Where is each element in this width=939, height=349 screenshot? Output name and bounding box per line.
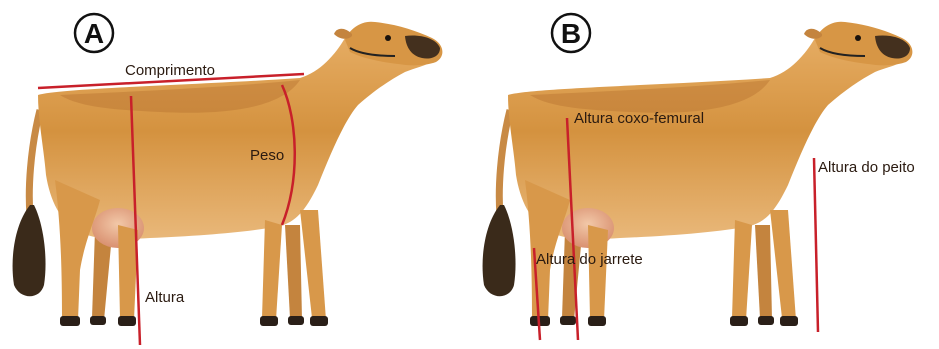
cow-diagram-b: Altura coxo-femural Altura do peito Altu… <box>470 0 939 349</box>
badge-a: A <box>75 14 113 52</box>
cow-illustration-a <box>13 22 443 326</box>
badge-a-text: A <box>84 18 104 49</box>
badge-b-text: B <box>561 18 581 49</box>
peito-line <box>814 158 818 332</box>
cow-diagram-a: Comprimento Peso Altura A <box>0 0 469 349</box>
label-jarrete: Altura do jarrete <box>536 251 643 268</box>
label-peito: Altura do peito <box>818 159 915 176</box>
label-comprimento: Comprimento <box>125 62 215 79</box>
badge-b: B <box>552 14 590 52</box>
panel-a: Comprimento Peso Altura A <box>0 0 469 349</box>
panel-b: Altura coxo-femural Altura do peito Altu… <box>470 0 939 349</box>
label-coxo-femural: Altura coxo-femural <box>574 110 704 127</box>
label-peso: Peso <box>250 147 284 164</box>
label-altura: Altura <box>145 289 185 306</box>
